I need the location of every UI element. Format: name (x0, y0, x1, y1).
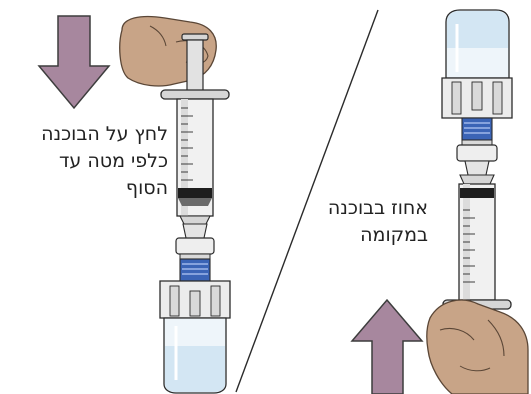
caption-line: לחץ על הבוכנה (12, 121, 168, 148)
vial-right (442, 10, 512, 118)
syringe-barrel-right (459, 175, 495, 300)
instruction-caption-push-plunger: לחץ על הבוכנה כלפי מטה עד הסוף (12, 121, 168, 202)
caption-line: במקומה (300, 222, 428, 249)
connector-left (176, 224, 214, 281)
instruction-caption-hold-plunger: אחוז בבוכנה במקומה (300, 195, 428, 249)
blue-spring-left (180, 259, 210, 281)
caption-line: הסוף (12, 175, 168, 202)
up-arrow-icon (352, 300, 422, 394)
hand-bottom (427, 300, 528, 394)
vial-left (160, 281, 230, 393)
syringe-flange-left (161, 90, 229, 99)
caption-line: כלפי מטה עד (12, 148, 168, 175)
syringe-barrel-left (177, 99, 213, 224)
caption-line: אחוז בבוכנה (300, 195, 428, 222)
down-arrow-icon (39, 16, 109, 108)
connector-right (457, 118, 497, 175)
blue-spring-right (462, 118, 492, 140)
